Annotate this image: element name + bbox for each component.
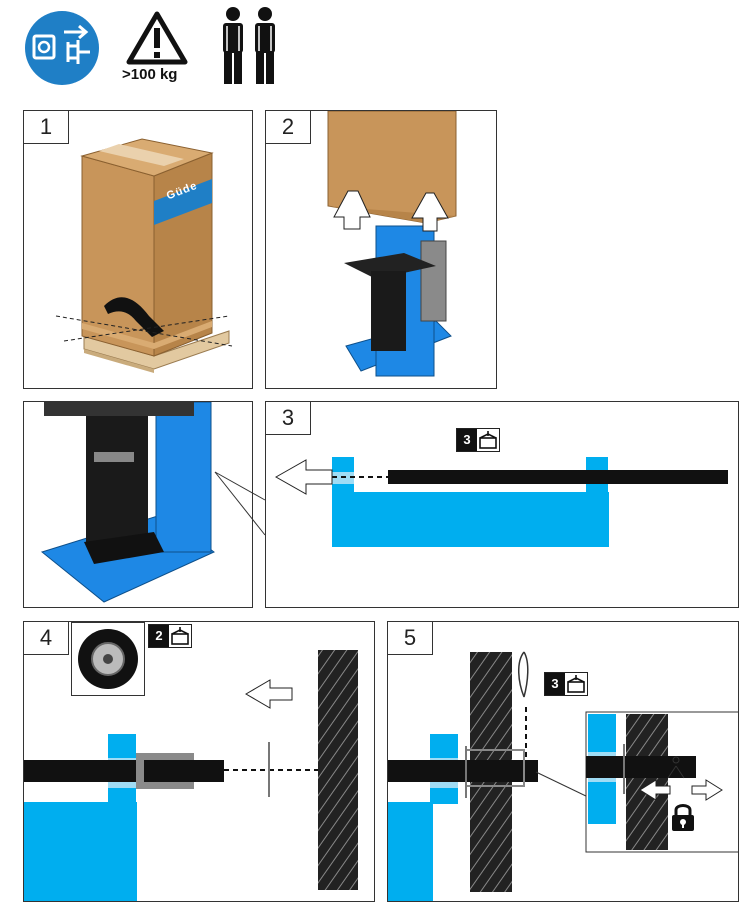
step-2-panel: 2 <box>265 110 497 389</box>
axle-insertion-diagram <box>274 457 728 547</box>
cotter-pin-diagram <box>388 651 738 901</box>
step-3-panel: 3 3 <box>265 401 739 608</box>
badge-count: 3 <box>545 673 565 695</box>
boxed-machine-on-pallet-illustration <box>55 138 233 373</box>
badge-count: 3 <box>457 429 477 451</box>
step-number: 3 <box>266 402 311 435</box>
lock-icon <box>670 802 696 832</box>
parts-badge: 3 <box>544 672 588 696</box>
wheel-icon <box>71 622 145 696</box>
parts-box-icon <box>477 429 499 451</box>
step-1-panel: Güde 1 <box>23 110 253 389</box>
lift-box-illustration <box>327 111 457 377</box>
weight-label: >100 kg <box>122 66 178 83</box>
warning-triangle-icon <box>125 10 189 66</box>
badge-count: 2 <box>149 625 169 647</box>
disconnect-power-icon <box>24 10 100 86</box>
step-3-machine-detail <box>23 401 253 608</box>
step-number: 1 <box>24 111 69 144</box>
two-persons-icon <box>218 6 280 86</box>
step-5-panel: 5 3 <box>387 621 739 902</box>
parts-box-icon <box>565 673 587 695</box>
step-number: 5 <box>388 622 433 655</box>
machine-base-illustration <box>40 402 215 603</box>
parts-box-icon <box>169 625 191 647</box>
step-4-panel: 4 2 <box>23 621 375 902</box>
step-number: 4 <box>24 622 69 655</box>
parts-badge: 3 <box>456 428 500 452</box>
wheel-mounting-diagram <box>24 650 358 901</box>
parts-badge: 2 <box>148 624 192 648</box>
step-number: 2 <box>266 111 311 144</box>
detail-connector-lines <box>214 471 266 536</box>
